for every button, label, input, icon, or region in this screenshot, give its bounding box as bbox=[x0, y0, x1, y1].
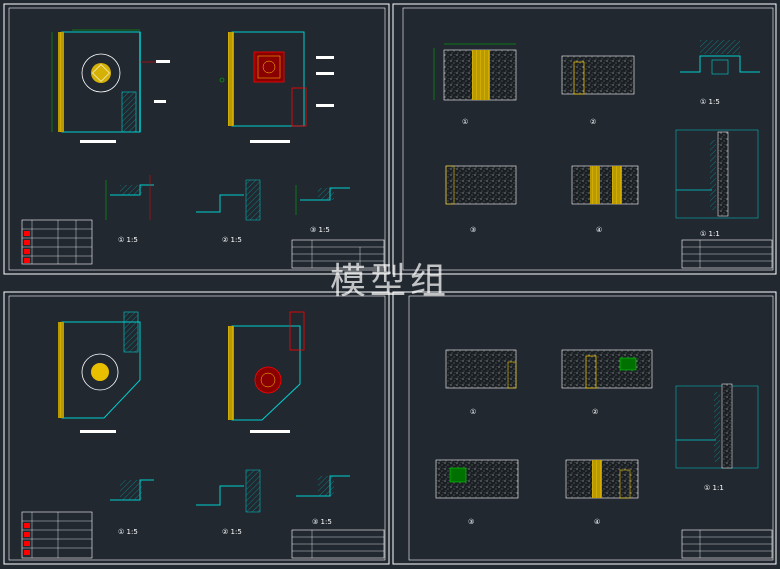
elevation-label-2: ② bbox=[590, 118, 596, 126]
elevation-br-2: ② bbox=[561, 349, 653, 416]
section-details-row-2: ① 1:5 ② 1:5 ③ 1:5 bbox=[110, 469, 350, 536]
elevation-br-4: ④ bbox=[565, 459, 639, 526]
floor-plan-1 bbox=[51, 29, 170, 143]
elevation-label-1: ① bbox=[462, 118, 468, 126]
detail-label-3: ③ 1:5 bbox=[310, 226, 330, 234]
ceiling-plan-2 bbox=[228, 311, 305, 433]
legend-table-2 bbox=[21, 511, 93, 559]
title-block-4 bbox=[681, 529, 773, 559]
detail-label-bl-1: ① 1:5 bbox=[118, 528, 138, 536]
elevation-label-br-2: ② bbox=[592, 408, 598, 416]
detail-label-tr-2: ① 1:1 bbox=[700, 230, 720, 238]
section-detail-top-right: ① 1:1 bbox=[675, 129, 759, 238]
section-detail-bottom-right: ① 1:1 bbox=[675, 383, 759, 492]
elevation-br-1: ① bbox=[445, 349, 517, 416]
elevation-label-3: ③ bbox=[470, 226, 476, 234]
section-details-row-1: ① 1:5 ② 1:5 ③ 1:5 bbox=[105, 175, 350, 244]
sheet-top-left: ① 1:5 ② 1:5 ③ 1:5 bbox=[3, 3, 390, 275]
elevation-1: ① bbox=[433, 43, 517, 126]
elevation-label-4: ④ bbox=[596, 226, 602, 234]
floor-plan-2 bbox=[58, 311, 141, 433]
detail-label-br-1: ① 1:1 bbox=[704, 484, 724, 492]
sheet-bottom-right: ① ② ③ ④ ① 1:1 bbox=[392, 291, 777, 565]
elevation-br-3: ③ bbox=[435, 459, 519, 526]
legend-table-1 bbox=[21, 219, 93, 265]
detail-top-right-1: ① 1:5 bbox=[680, 40, 760, 106]
elevation-label-br-4: ④ bbox=[594, 518, 600, 526]
elevation-label-br-3: ③ bbox=[468, 518, 474, 526]
title-block-1 bbox=[291, 239, 385, 269]
detail-label-tr-1: ① 1:5 bbox=[700, 98, 720, 106]
sheet-bottom-left: ① 1:5 ② 1:5 ③ 1:5 bbox=[3, 291, 390, 565]
elevation-label-br-1: ① bbox=[470, 408, 476, 416]
title-block-2 bbox=[681, 239, 773, 269]
detail-label-1: ① 1:5 bbox=[118, 236, 138, 244]
elevation-4: ④ bbox=[571, 165, 639, 234]
sheet-top-right: ① ② ① 1:5 ③ ④ ① 1:1 bbox=[392, 3, 777, 275]
ceiling-plan-1 bbox=[219, 31, 334, 143]
elevation-2: ② bbox=[561, 55, 635, 126]
detail-label-2: ② 1:5 bbox=[222, 236, 242, 244]
title-block-3 bbox=[291, 529, 385, 559]
detail-label-bl-2: ② 1:5 bbox=[222, 528, 242, 536]
elevation-3: ③ bbox=[445, 165, 517, 234]
detail-label-bl-3: ③ 1:5 bbox=[312, 518, 332, 526]
